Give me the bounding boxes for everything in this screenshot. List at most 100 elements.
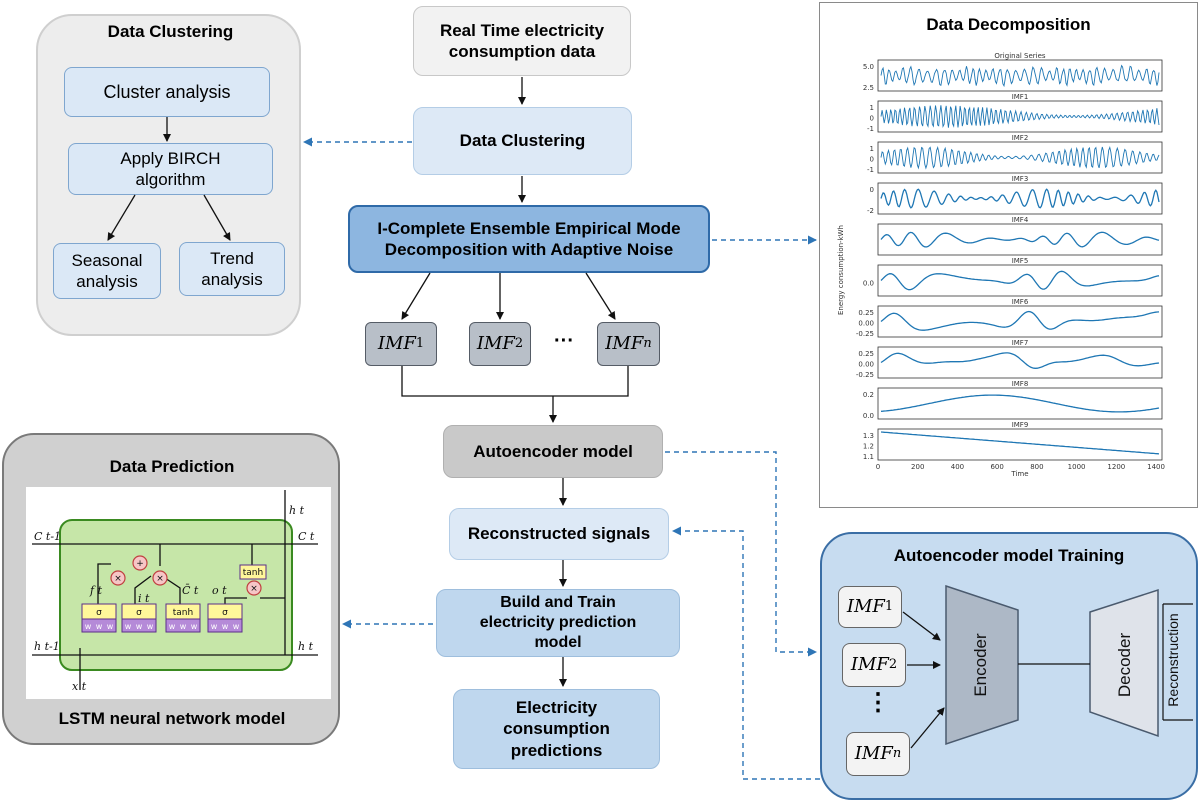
subplot-axes [877, 387, 1163, 420]
build-train-box: Build and Train electricity prediction m… [436, 589, 680, 657]
weight-cell: w [211, 622, 218, 631]
weight-cell: w [191, 622, 198, 631]
lstm-h-t: h t [298, 640, 314, 653]
ceemdan-box: I-Complete Ensemble Empirical Mode Decom… [348, 205, 710, 273]
subplot-trace [880, 188, 1160, 209]
y-tick-label: 0.0 [863, 412, 874, 420]
data-clustering-box: Data Clustering [413, 107, 632, 175]
imf-ellipsis: ··· [554, 330, 574, 352]
pred-label-3: predictions [510, 740, 603, 760]
lstm-h-top: h t [289, 504, 305, 517]
subplot-title: Original Series [994, 52, 1045, 60]
encoder-label: Encoder [971, 633, 990, 697]
imf-2-sub: 2 [514, 335, 524, 351]
lstm-c-bar: C̄ t [182, 584, 199, 597]
encoder-shape [945, 584, 1019, 746]
pred-label-2: consumption [503, 719, 610, 739]
x-tick-label: 200 [911, 463, 924, 471]
imf-n-label: IMF [605, 332, 644, 354]
output-mult [246, 580, 262, 596]
realtime-data-box: Real Time electricity consumption data [413, 6, 631, 76]
lstm-x-t: x t [72, 680, 87, 693]
weight-cell: w [147, 622, 154, 631]
dashed-connectors [303, 137, 820, 780]
y-tick-label: 0 [870, 156, 874, 164]
train-imf-2-label: IMF [850, 653, 889, 675]
y-tick-label: -1 [867, 125, 874, 133]
lstm-i-t: i t [138, 592, 150, 605]
x-tick-label: 600 [990, 463, 1003, 471]
subplot-title: IMF1 [1012, 93, 1029, 101]
y-axis-label: Energy consumption-kWh [837, 225, 845, 315]
autoencoder-label: Autoencoder model [473, 441, 633, 461]
subplot-trace [880, 145, 1160, 170]
train-imf-n-sub: n [892, 745, 902, 761]
mult-1: × [114, 574, 122, 584]
y-tick-label: 0.25 [858, 309, 874, 317]
y-tick-label: -0.25 [856, 371, 874, 379]
realtime-label-1: Real Time electricity [439, 20, 605, 40]
x-tick-label: 1200 [1107, 463, 1125, 471]
subplot-trace [880, 270, 1160, 291]
seasonal-analysis-box: Seasonal analysis [53, 243, 161, 299]
lstm-gate-text: σ σ tanh σ tanh × + × × [96, 559, 263, 618]
decomposition-plots: Original Series5.02.5IMF110-1IMF210-1IMF… [837, 52, 1165, 478]
y-tick-label: 1 [870, 145, 874, 153]
y-tick-label: 5.0 [863, 63, 874, 71]
y-tick-label: 0.00 [858, 361, 874, 369]
train-imf-2-sub: 2 [888, 656, 898, 672]
subplot-title: IMF5 [1012, 257, 1029, 265]
ceemdan-label-2: Decomposition with Adaptive Noise [384, 240, 674, 259]
subplot-axes [877, 223, 1163, 256]
lstm-c-t: C t [298, 530, 315, 543]
tanh-box [239, 564, 267, 580]
subplot-axes [877, 141, 1163, 174]
panel-title: Data Clustering [107, 22, 234, 41]
sigma-3: σ [222, 608, 228, 618]
subplot-trace [880, 310, 1160, 331]
mult-2: × [156, 574, 164, 584]
birch-box: Apply BIRCH algorithm [68, 143, 273, 195]
weight-cell: w [85, 622, 92, 631]
x-tick-label: 1000 [1068, 463, 1086, 471]
subplot-title: IMF7 [1012, 339, 1029, 347]
lstm-h-prev: h t-1 [34, 640, 60, 653]
subplot-trace [880, 64, 1160, 88]
build-label-1: Build and Train [500, 594, 616, 611]
imf-2-label: IMF [476, 332, 515, 354]
subplot-title: IMF9 [1012, 421, 1029, 429]
subplot-axes [877, 305, 1163, 338]
weight-cell: w [107, 622, 114, 631]
reconstructed-label: Reconstructed signals [467, 524, 651, 544]
autoencoder-box: Autoencoder model [443, 425, 663, 478]
trend-label-1: Trend [210, 248, 254, 268]
reconstructed-box: Reconstructed signals [449, 508, 669, 560]
subplot-title: IMF8 [1012, 380, 1029, 388]
weight-cell: w [180, 622, 187, 631]
input-mult [152, 570, 168, 586]
plus-1: + [136, 559, 144, 569]
weight-cell: w [136, 622, 143, 631]
lstm-o-t: o t [212, 584, 227, 597]
gate-boxes [81, 564, 267, 633]
imf-n-sub: n [643, 335, 652, 351]
realtime-label-2: consumption data [448, 42, 596, 61]
ceemdan-label-1: I-Complete Ensemble Empirical Mode [377, 218, 681, 238]
autoencoder-shapes: Encoder Decoder Reconstruction [902, 584, 1193, 749]
data-clustering-label: Data Clustering [459, 131, 586, 151]
y-tick-label: 1.1 [863, 453, 874, 461]
cluster-analysis-label: Cluster analysis [103, 81, 231, 102]
tanh-2: tanh [243, 568, 263, 578]
y-tick-label: -1 [867, 166, 874, 174]
clustering-arrows [107, 117, 231, 241]
x-tick-label: 400 [951, 463, 964, 471]
pred-label-1: Electricity [515, 698, 598, 718]
cell-plus [132, 555, 148, 571]
